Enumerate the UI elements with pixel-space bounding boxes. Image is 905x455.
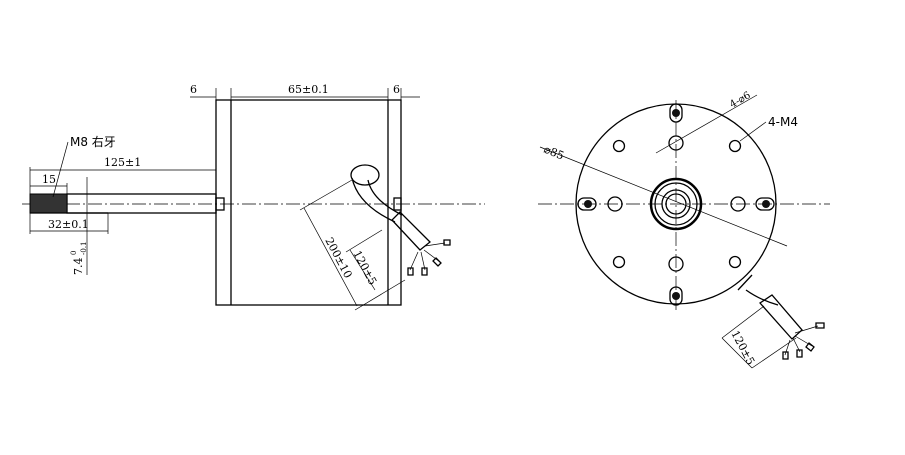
dim-threads: 4-M4 (768, 115, 798, 129)
dim-diameter: ⌀85 (542, 143, 566, 163)
front-view: ⌀85 4-⌀6 4-M4 120±5 (538, 90, 830, 369)
dim-body: 65±0.1 (288, 83, 329, 96)
tol-lower: -0.1 (80, 242, 88, 256)
mounting-holes (607, 135, 746, 272)
dim-thread-length: 15 (42, 173, 56, 186)
dim-right-flange: 6 (393, 83, 400, 96)
side-view: 6 65±0.1 6 125±1 15 32±0.1 7.4 0 -0.1 M8… (22, 83, 485, 311)
slot-bolts (577, 103, 775, 306)
lead-cable: 200±10 120±5 (299, 164, 451, 311)
dim-sleeve-length-front: 120±5 (728, 328, 757, 367)
dim-holes: 4-⌀6 (728, 90, 753, 111)
thread-label: M8 右牙 (70, 134, 116, 149)
dim-left-flange: 6 (190, 83, 197, 96)
dim-flat-height: 7.4 (72, 258, 85, 276)
dim-shaft-length: 125±1 (104, 156, 141, 169)
dim-lead-length: 200±10 (322, 235, 354, 280)
front-lead-cable: 120±5 (721, 274, 825, 369)
hub (649, 177, 703, 231)
thread (29, 193, 68, 214)
shaft (66, 193, 217, 214)
tol-upper: 0 (70, 251, 78, 255)
dim-flat-length: 32±0.1 (48, 218, 89, 231)
dim-sleeve-length-side: 120±5 (350, 248, 379, 287)
